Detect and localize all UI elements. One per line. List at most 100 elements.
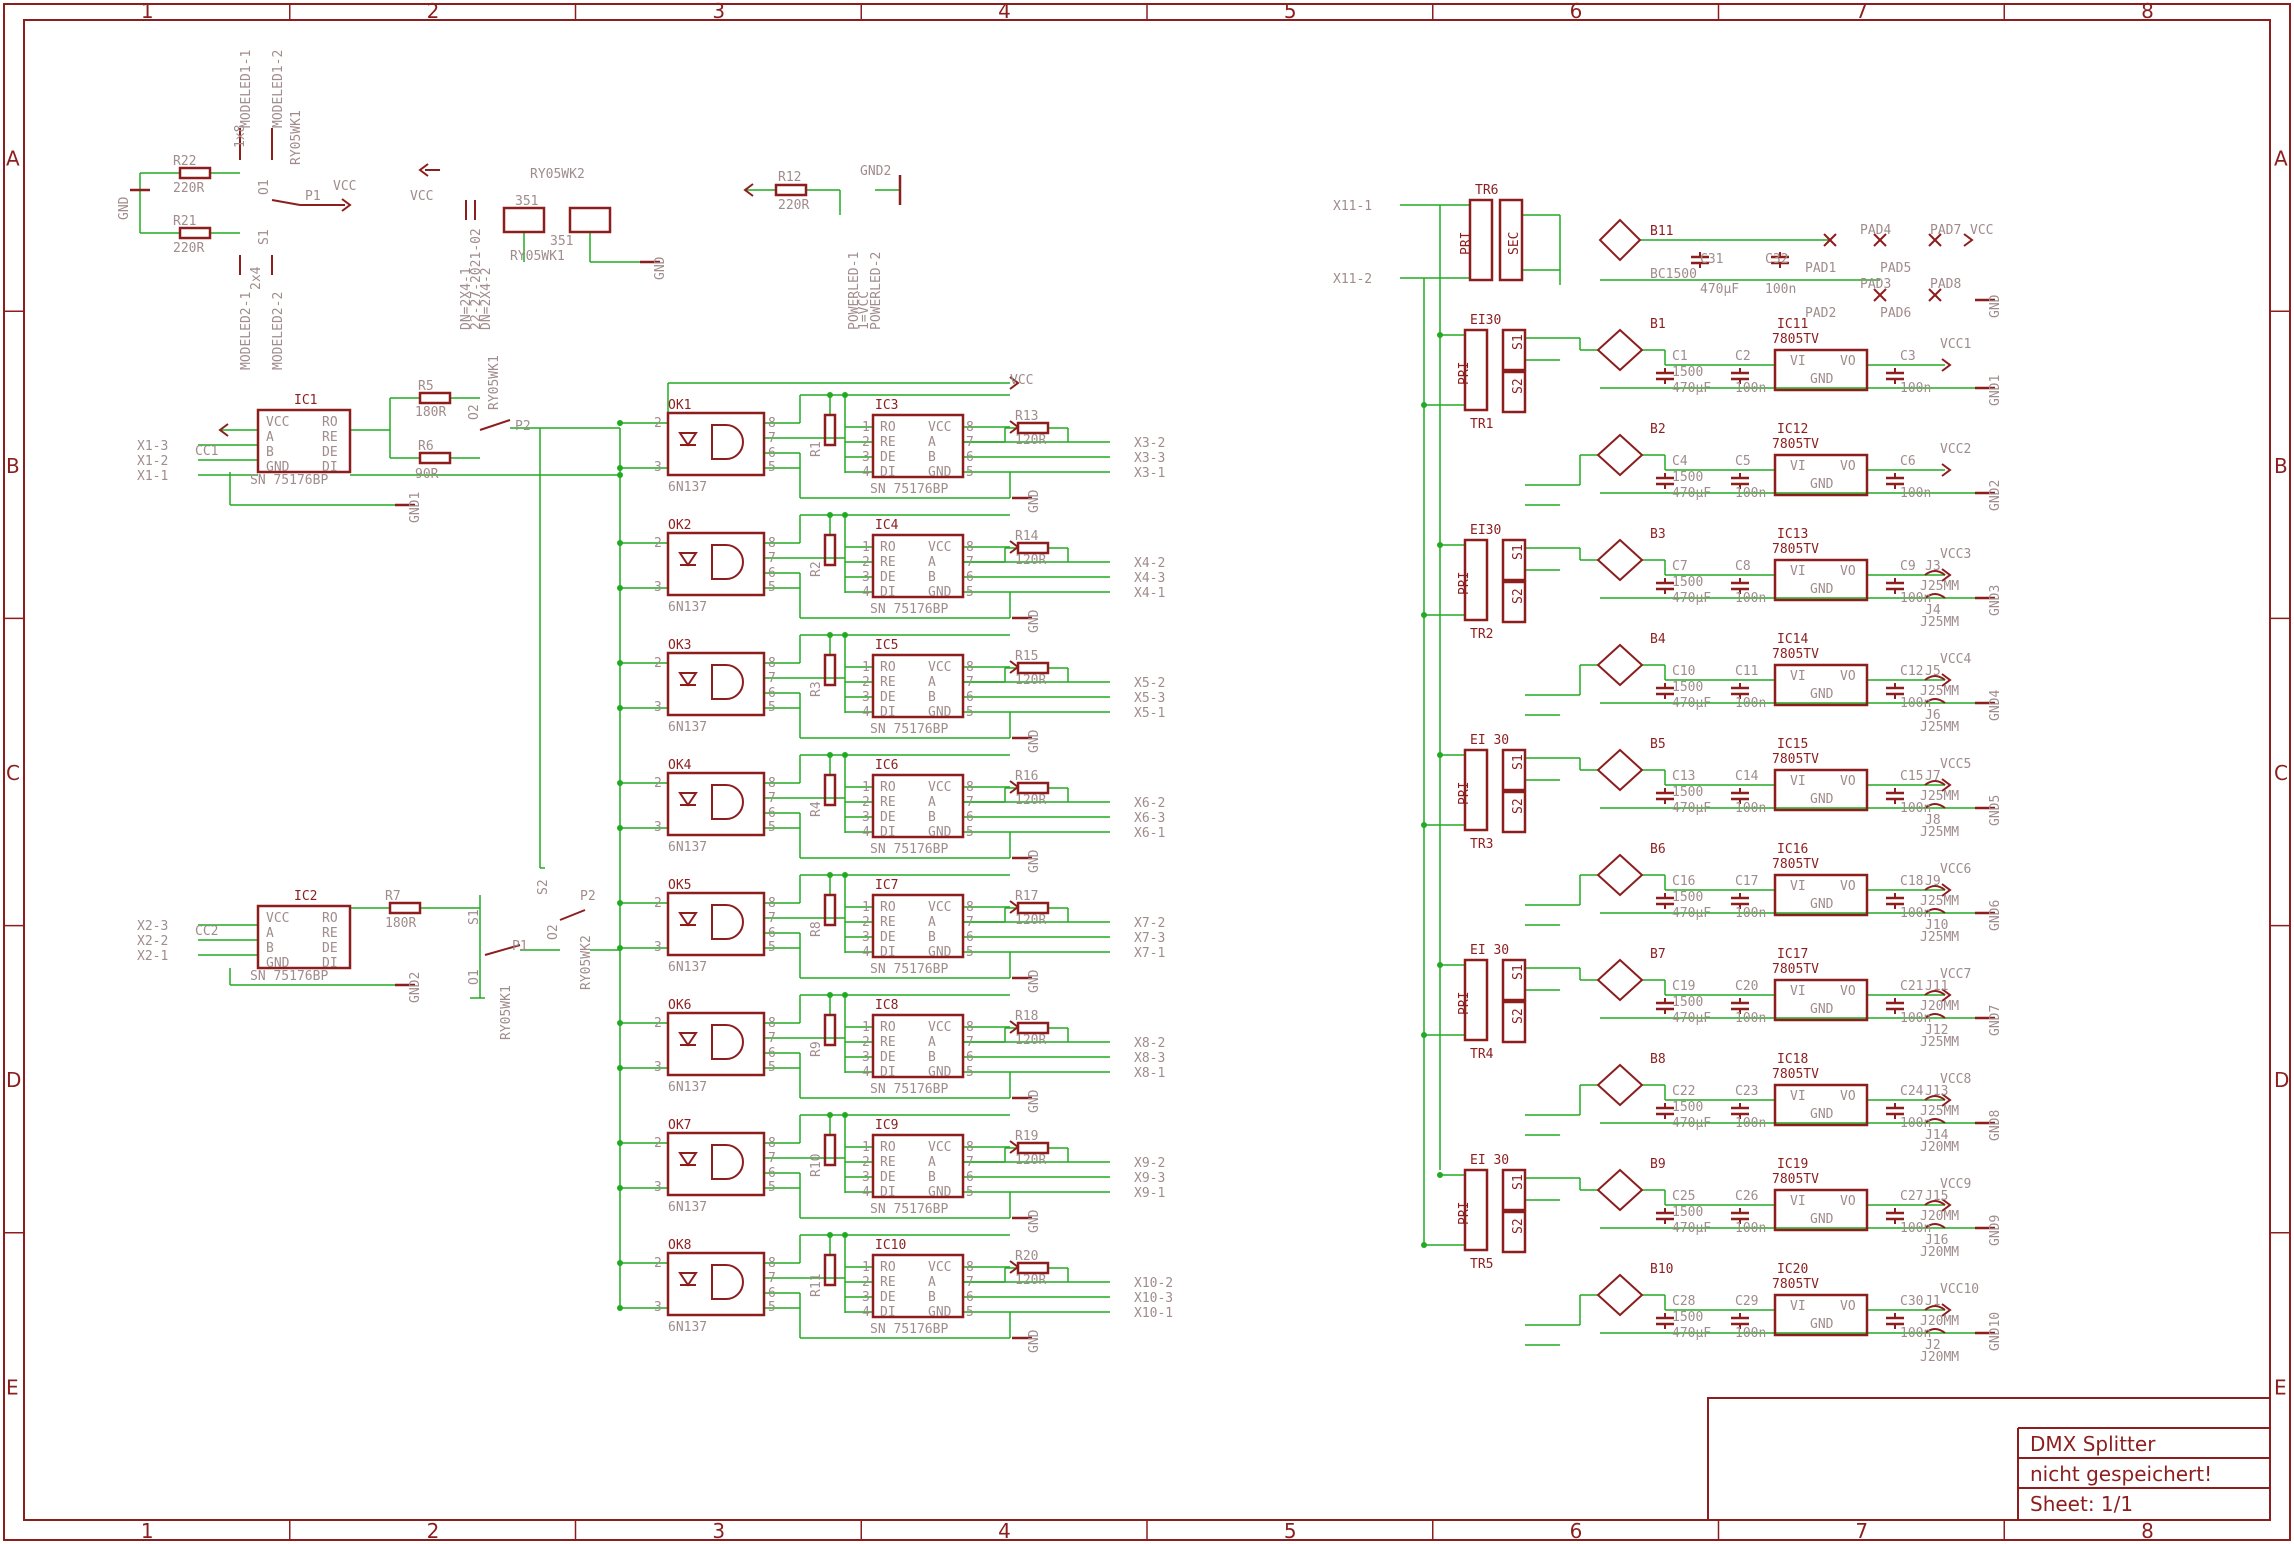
gnd-label: GND [117,196,132,220]
pin-num: 3 [654,940,662,955]
junction [842,512,848,518]
label: 100n [1735,801,1766,816]
pin-num: 5 [966,1065,974,1080]
frame-column-label: 4 [998,1519,1011,1543]
supply-arrow [1941,1198,1952,1212]
pin-label: VI [1790,1194,1806,1209]
connector-label: 22-27-2021-02 [469,228,484,330]
ic-label: IC6 [875,758,898,773]
pin-num: 5 [966,945,974,960]
frame-column-label: 5 [1284,0,1297,23]
pin-num: 6 [966,930,974,945]
junction [1421,1032,1427,1038]
pin-label: RO [322,415,338,430]
pin-num: 3 [862,1050,870,1065]
pin-num: 7 [768,911,776,926]
optocoupler-ok6 [666,1011,766,1077]
vcc-label: VCC10 [1940,1282,1979,1297]
supply-arrow [1941,883,1952,897]
pin-num: 3 [862,1170,870,1185]
pin-label: RO [880,540,896,555]
ic-label: IC20 [1777,1262,1808,1277]
label: 470µF [1672,1326,1711,1341]
relay-contact [484,944,521,956]
pin-label: A [928,1275,936,1290]
resistor-r20 [1016,1261,1050,1275]
pin-label: VI [1790,1089,1806,1104]
pin-num: 1 [862,660,870,675]
pin-label: VO [1840,984,1856,999]
pin-label: GND [1810,687,1834,702]
label: C3 [1900,349,1916,364]
label: S1 [1511,544,1526,560]
frame-column-label: 2 [427,0,440,23]
label: 100n [1735,1011,1766,1026]
junction [827,392,833,398]
label: X11-1 [1333,199,1372,214]
pin-num: 6 [966,1290,974,1305]
pin-num: 1 [862,780,870,795]
frame-column-label: 6 [1570,0,1583,23]
label: P2 [515,419,531,434]
pin-label: RE [880,435,896,450]
junction [617,1185,623,1191]
transformer-tr5 [1463,1168,1489,1252]
vcc-label: VCC4 [1940,652,1971,667]
pin-label: VO [1840,1194,1856,1209]
pin-label: GND [1810,1317,1834,1332]
label: S2 [1511,798,1526,814]
opto-led [678,552,698,567]
label: X3-1 [1134,466,1165,481]
ic-value: 7805TV [1772,857,1819,872]
junction [617,585,623,591]
label: X8-3 [1134,1051,1165,1066]
label: 1500 [1672,785,1703,800]
jumper-j15 [1924,1200,1946,1206]
pin-num: 5 [966,705,974,720]
bridge-label: B7 [1650,947,1666,962]
transceiver-ic10 [871,1253,965,1319]
pin-num: 7 [966,555,974,570]
winding-label: PRI [1457,782,1472,805]
pin-num: 4 [862,465,870,480]
pin-num: 5 [768,820,776,835]
drawing-title: DMX Splitter [2030,1432,2156,1456]
label: X6-1 [1134,826,1165,841]
label: X7-2 [1134,916,1165,931]
pin-num: 5 [768,1300,776,1315]
pin-label: VO [1840,1089,1856,1104]
label: 470µF [1672,1221,1711,1236]
label: X3-3 [1134,451,1165,466]
label: X6-3 [1134,811,1165,826]
pad-mark [1873,233,1887,247]
bridge-label: B5 [1650,737,1666,752]
pin-label: B [928,1170,936,1185]
pin-num: 7 [768,791,776,806]
transceiver-ic6 [871,773,965,839]
label: X9-1 [1134,1186,1165,1201]
label: P2 [580,889,596,904]
optocoupler-ok8 [666,1251,766,1317]
led-label: MODELED2-2 [271,292,286,370]
voltage-regulator-ic16 [1773,873,1869,917]
label: X10-2 [1134,1276,1173,1291]
frame-column-label: 3 [712,1519,725,1543]
vcc-label: VCC1 [1940,337,1971,352]
label: S2 [1511,1008,1526,1024]
supply-arrow [218,423,229,437]
resistor-r12 [774,183,808,197]
resistor-r4 [823,773,837,807]
label: 100n [1735,591,1766,606]
transformer-tr6 [1468,198,1494,282]
pin-label: GND [1810,897,1834,912]
pin-label: VI [1790,879,1806,894]
ic-label: IC15 [1777,737,1808,752]
label: C10 [1672,664,1695,679]
pin-label: GND [266,460,290,475]
opto-gate [711,1024,744,1060]
label: 1500 [1672,1100,1703,1115]
pin-label: RO [880,1020,896,1035]
optocoupler-ok5 [666,891,766,957]
pin-num: 7 [768,671,776,686]
